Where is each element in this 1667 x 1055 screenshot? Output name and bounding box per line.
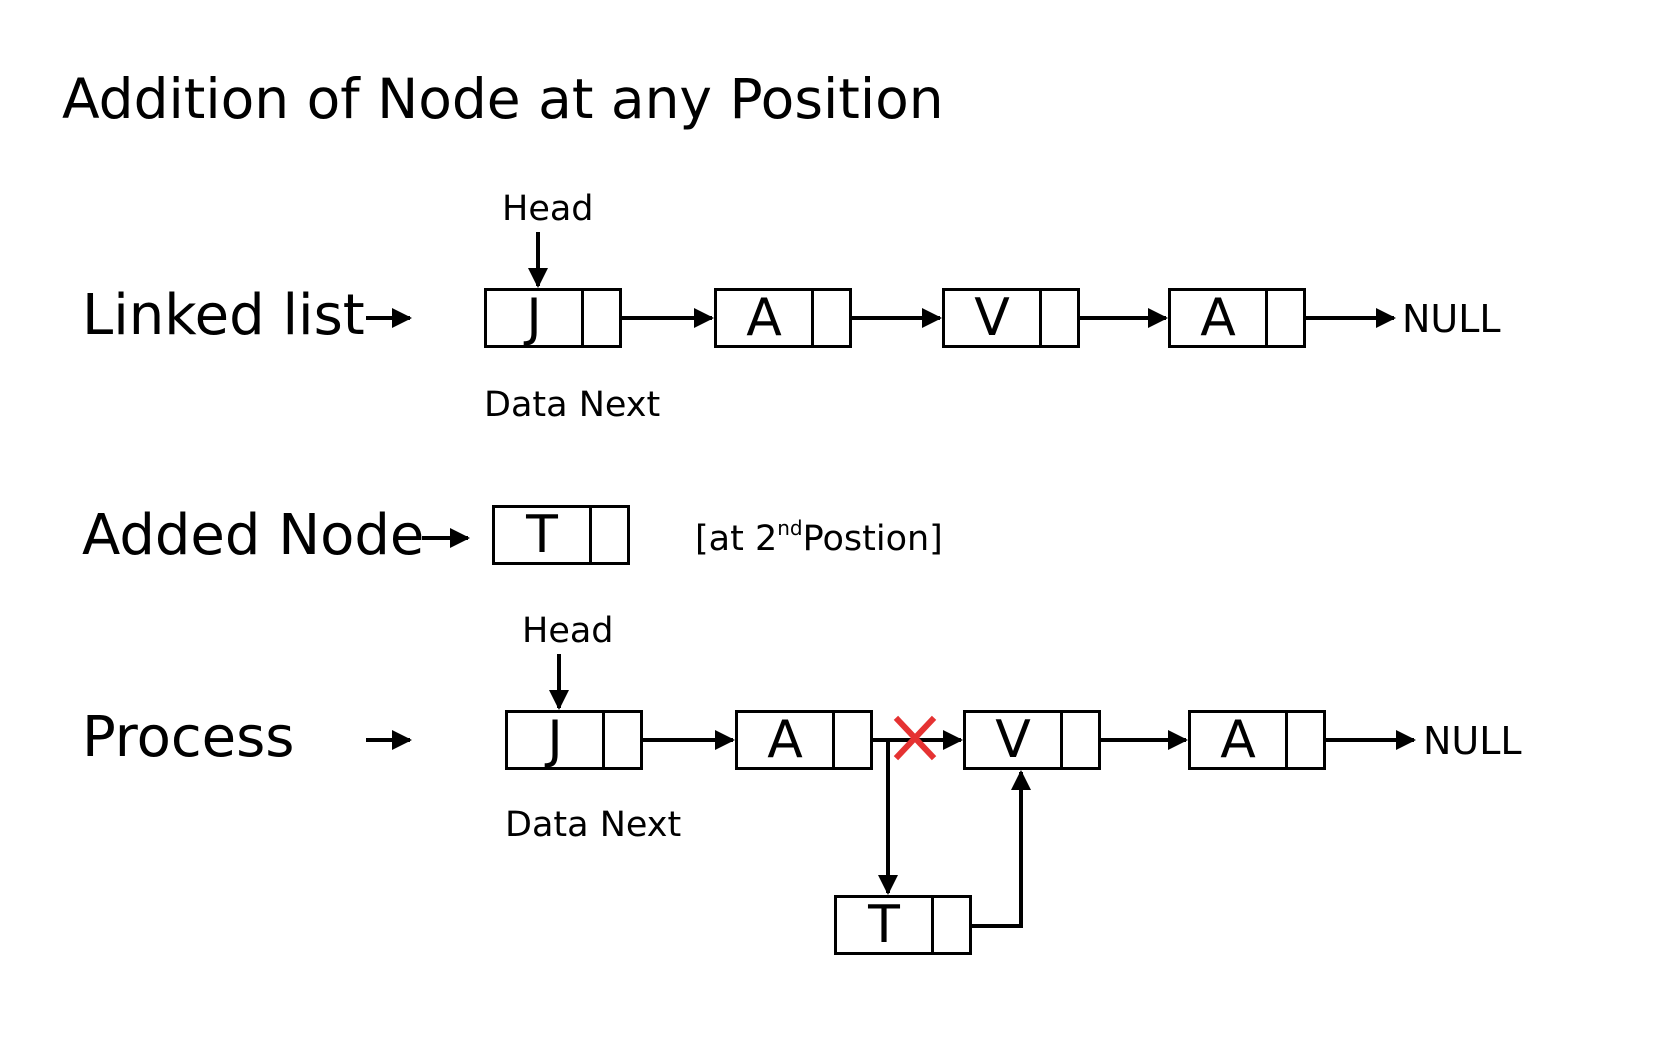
node-data: J — [487, 291, 584, 345]
node-data: V — [966, 713, 1063, 767]
list-node-3: V — [942, 288, 1080, 348]
node-data: T — [495, 508, 592, 562]
process-node-3: V — [963, 710, 1101, 770]
linked-list-label: Linked list — [82, 283, 365, 348]
insert-up-arrow — [972, 770, 1031, 928]
node-data: A — [1171, 291, 1268, 345]
added-node: T — [492, 505, 630, 565]
node-data: A — [1191, 713, 1288, 767]
null-label: NULL — [1402, 297, 1501, 341]
data-next-caption: Data Next — [505, 805, 682, 845]
position-note: [at 2ndPostion] — [695, 518, 943, 559]
node-data: V — [945, 291, 1042, 345]
position-note-prefix: [at 2 — [695, 519, 778, 559]
cross-icon — [893, 715, 937, 761]
node-data: T — [837, 898, 934, 952]
list-node-4: A — [1168, 288, 1306, 348]
process-node-1: J — [505, 710, 643, 770]
process-node-4: A — [1188, 710, 1326, 770]
process-label: Process — [82, 705, 295, 770]
list-node-1: J — [484, 288, 622, 348]
node-data: A — [717, 291, 814, 345]
position-note-suffix: Postion] — [802, 519, 943, 559]
head-label: Head — [522, 611, 614, 651]
node-data: A — [738, 713, 835, 767]
inserted-node: T — [834, 895, 972, 955]
position-note-superscript: nd — [777, 516, 803, 540]
null-label: NULL — [1423, 719, 1522, 763]
list-node-2: A — [714, 288, 852, 348]
node-data: J — [508, 713, 605, 767]
page-title: Addition of Node at any Position — [62, 67, 944, 131]
data-next-caption: Data Next — [484, 385, 661, 425]
head-label: Head — [502, 189, 594, 229]
process-node-2: A — [735, 710, 873, 770]
added-node-label: Added Node — [82, 503, 425, 568]
